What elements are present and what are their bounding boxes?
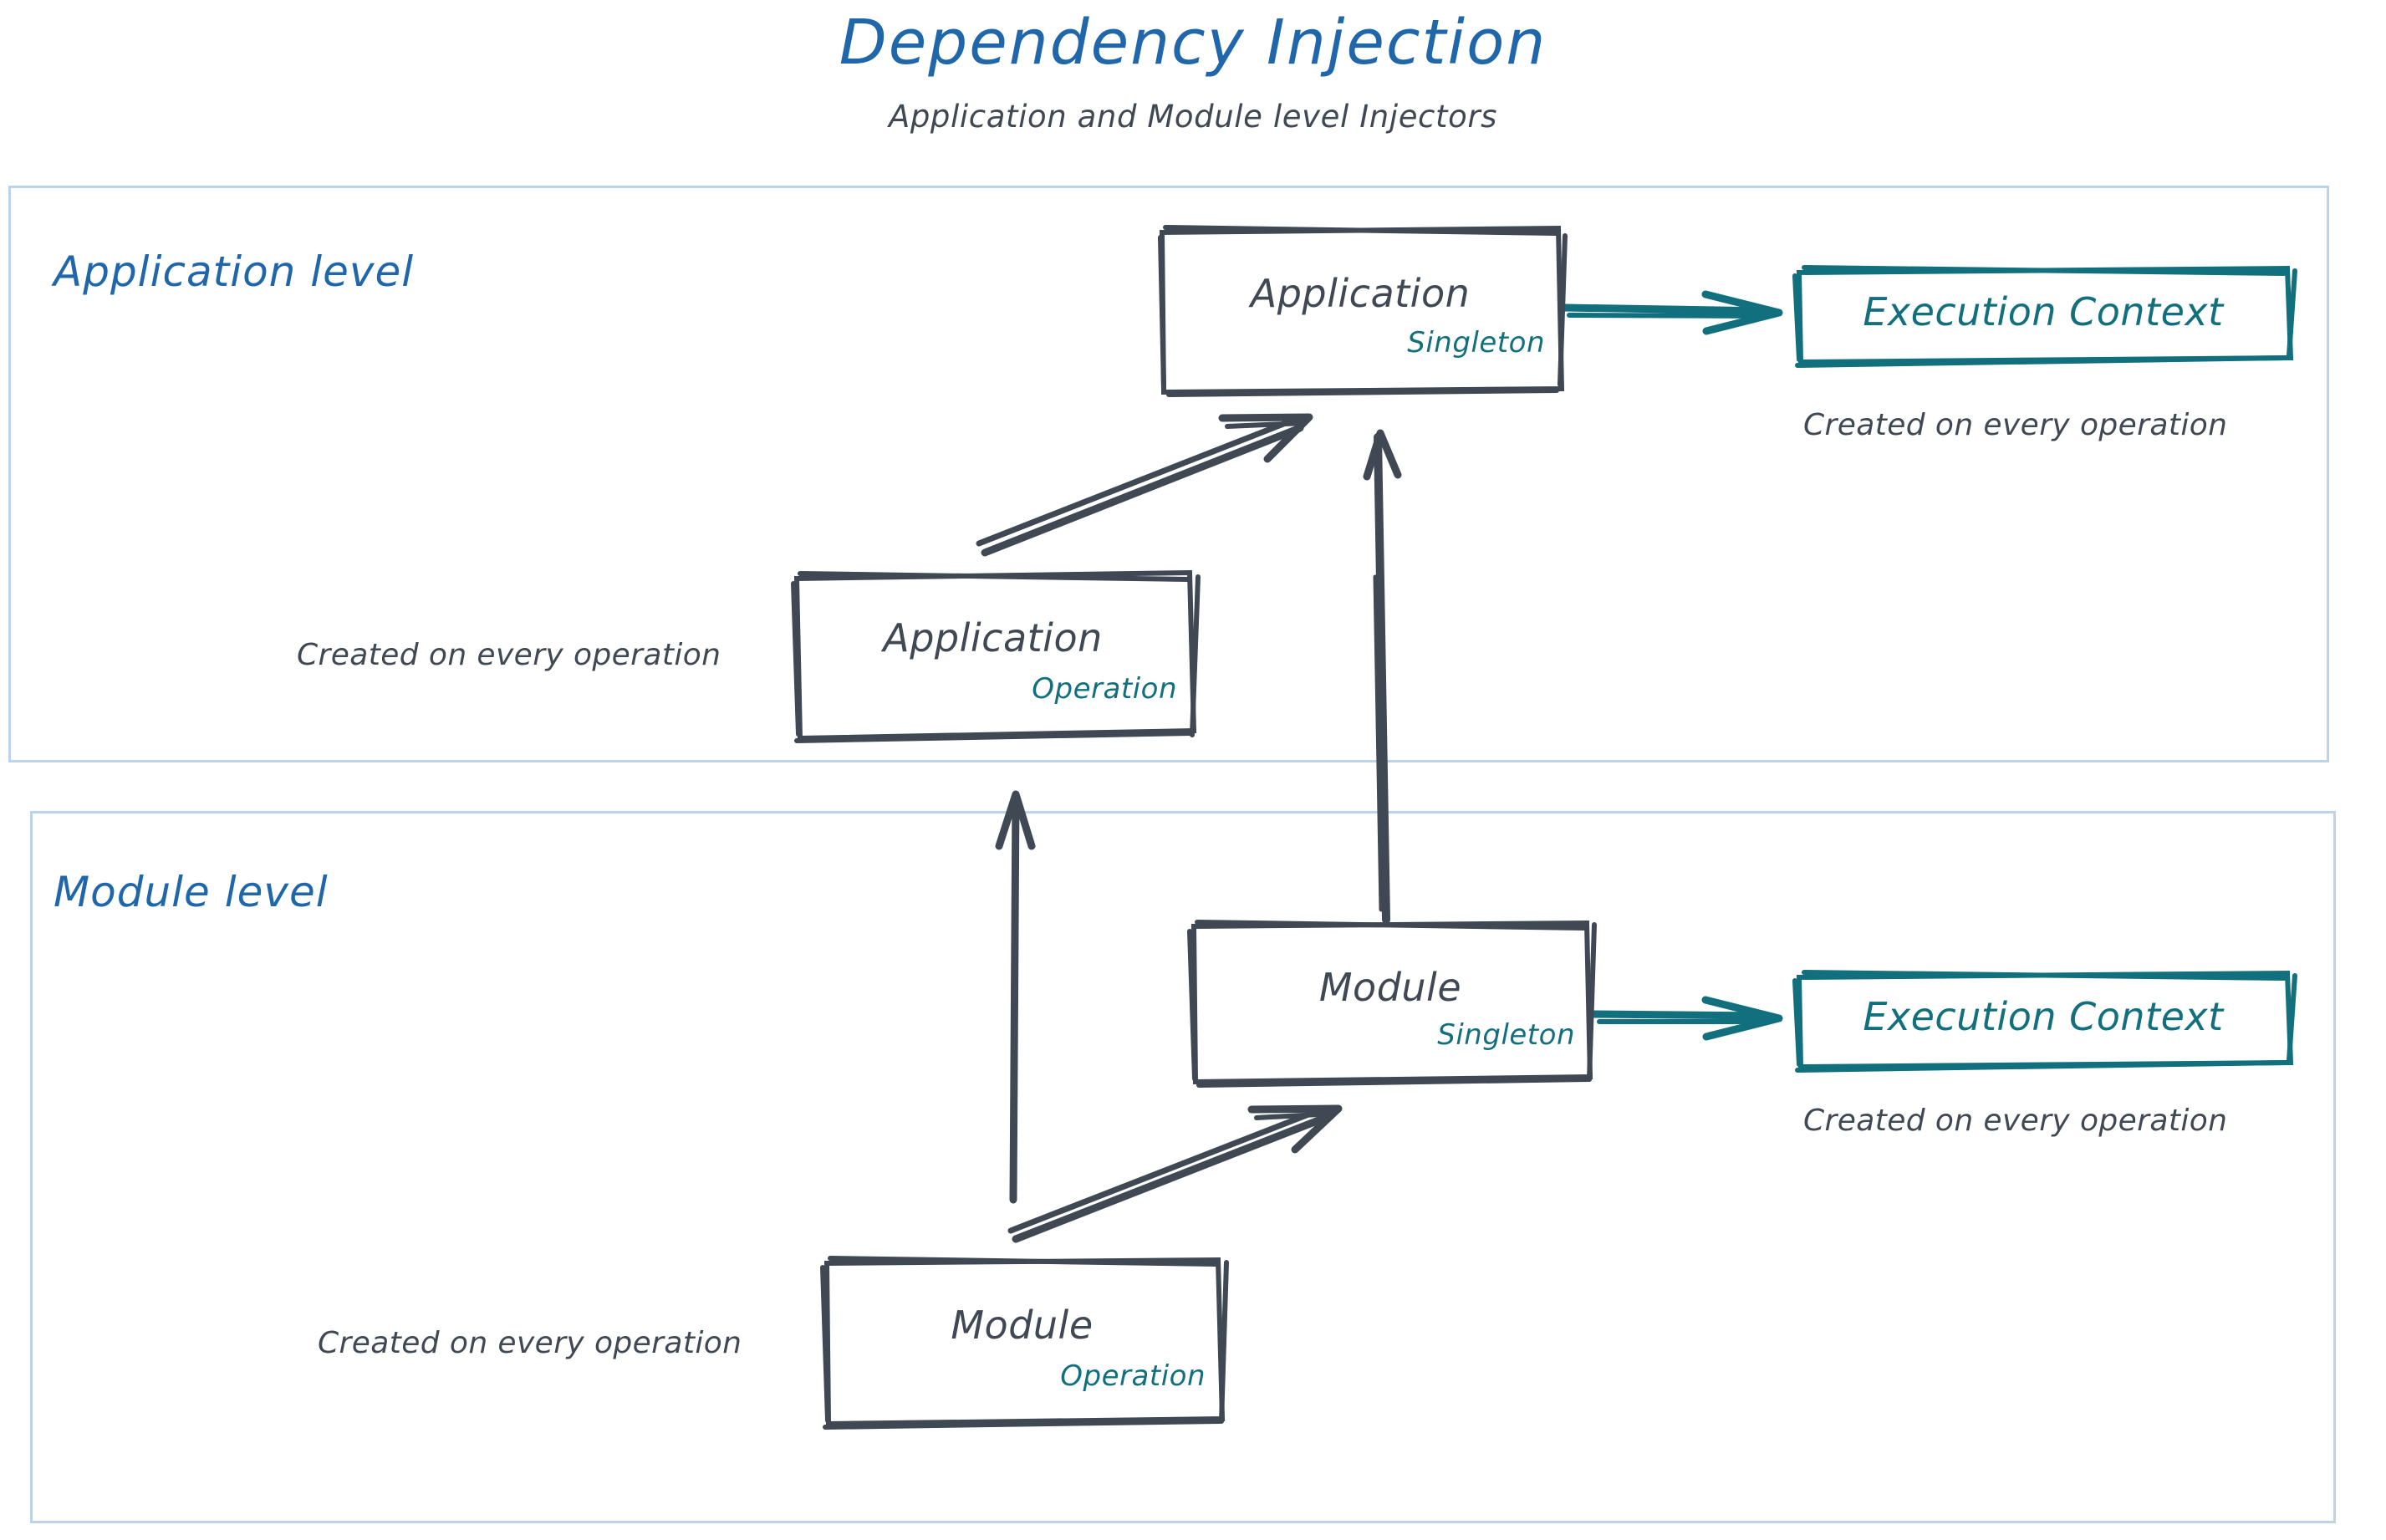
box-scope-label: Singleton	[1437, 1018, 1575, 1052]
box-scope-label: Singleton	[1407, 326, 1545, 360]
box-title: Module	[1318, 965, 1462, 1010]
section-label-module-level: Module level	[54, 868, 329, 916]
box-execution-context-module[interactable]: Execution Context	[1792, 970, 2297, 1073]
box-title: Execution Context	[1863, 994, 2224, 1039]
box-title: Application	[883, 615, 1103, 660]
page-title: Dependency Injection	[839, 7, 1547, 79]
box-scope-label: Operation	[1060, 1359, 1206, 1393]
section-label-application-level: Application level	[54, 247, 415, 296]
box-application-singleton[interactable]: Application Singleton	[1158, 225, 1568, 397]
sketch-border-icon	[1158, 225, 1568, 397]
section-module-level	[30, 811, 2336, 1523]
sketch-border-icon	[1792, 265, 2297, 368]
sketch-border-icon	[1187, 920, 1597, 1088]
note-created-on-every-operation-exec-app: Created on every operation	[1803, 408, 2228, 442]
section-application-level	[8, 186, 2329, 762]
note-created-on-every-operation-mod-left: Created on every operation	[318, 1326, 742, 1360]
box-title: Execution Context	[1863, 289, 2224, 334]
box-title: Module	[951, 1303, 1094, 1348]
box-execution-context-application[interactable]: Execution Context	[1792, 265, 2297, 368]
sketch-border-icon	[791, 569, 1201, 743]
page-subtitle: Application and Module level Injectors	[888, 99, 1498, 135]
box-module-operation[interactable]: Module Operation	[820, 1256, 1229, 1430]
note-created-on-every-operation-exec-mod: Created on every operation	[1803, 1104, 2228, 1138]
sketch-border-icon	[820, 1256, 1229, 1430]
note-created-on-every-operation-app-left: Created on every operation	[297, 638, 721, 672]
box-title: Application	[1250, 271, 1471, 316]
box-scope-label: Operation	[1032, 672, 1177, 706]
box-application-operation[interactable]: Application Operation	[791, 569, 1201, 743]
box-module-singleton[interactable]: Module Singleton	[1187, 920, 1597, 1088]
sketch-border-icon	[1792, 970, 2297, 1073]
